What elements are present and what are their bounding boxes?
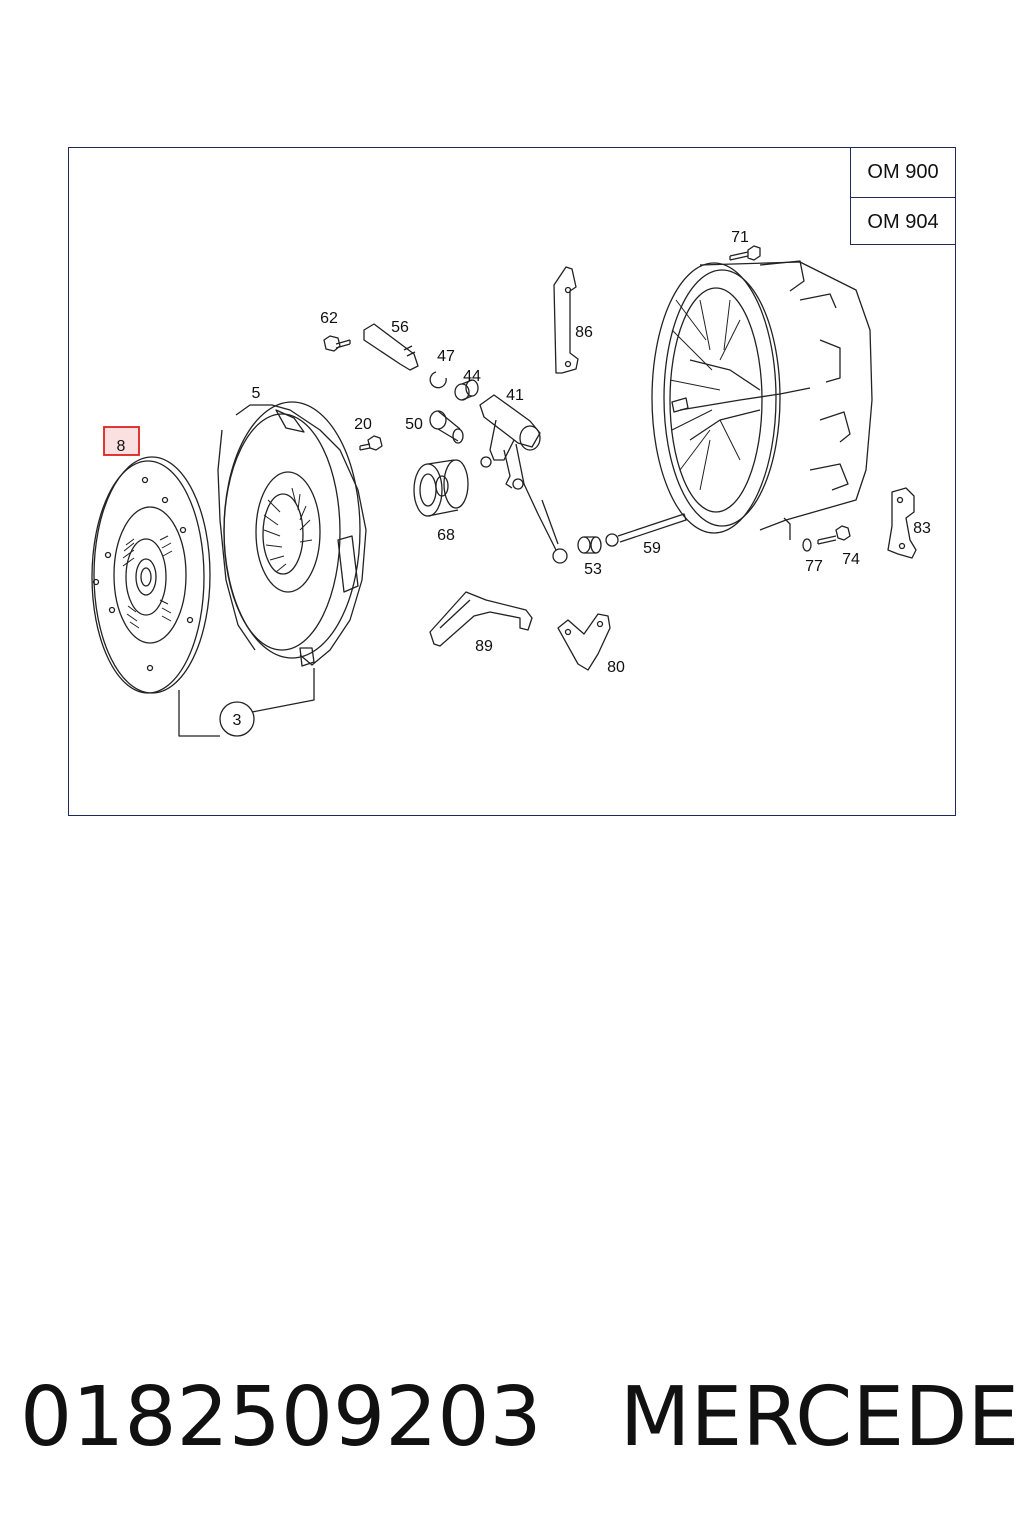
part-label-5[interactable]: 5 (252, 385, 261, 402)
part-number: 0182509203 (20, 1370, 542, 1465)
part-label-59[interactable]: 59 (643, 540, 661, 557)
part-label-53[interactable]: 53 (584, 561, 602, 578)
bolt-62-drawing (323, 335, 351, 352)
release-bearing-68-drawing (413, 459, 469, 517)
part-label-56[interactable]: 56 (391, 319, 409, 336)
clutch-disc-drawing (91, 456, 211, 694)
variant-om900: OM 900 (867, 161, 939, 183)
highlighted-part-box (103, 426, 140, 456)
pressure-plate-drawing (217, 401, 367, 667)
release-fork-41-drawing (479, 394, 568, 564)
part-label-83[interactable]: 83 (913, 520, 931, 537)
assembly-bracket (178, 668, 315, 737)
washer-77-drawing (802, 538, 812, 552)
bushing-53-drawing (577, 536, 602, 554)
clip-47-drawing (429, 371, 447, 389)
caption: 0182509203 MERCEDES (20, 1368, 1024, 1468)
bolt-74-drawing (817, 525, 851, 545)
part-label-62[interactable]: 62 (320, 310, 338, 327)
part-label-71[interactable]: 71 (731, 229, 749, 246)
part-label-89[interactable]: 89 (475, 638, 493, 655)
part-label-8[interactable]: 8 (117, 438, 126, 455)
part-label-44[interactable]: 44 (463, 368, 481, 385)
bushing-44-drawing (454, 379, 479, 401)
pin-56-drawing (363, 323, 419, 371)
bolt-71-drawing (729, 245, 761, 261)
part-label-77[interactable]: 77 (805, 558, 823, 575)
brand-name: MERCEDES (619, 1370, 1024, 1465)
clutch-exploded-diagram: 8 5 3 62 56 47 44 41 86 71 20 50 68 53 5… (91, 229, 931, 737)
part-label-41[interactable]: 41 (506, 387, 524, 404)
part-label-47[interactable]: 47 (437, 348, 455, 365)
bracket-86-drawing (553, 266, 579, 374)
engine-variant-table: OM 900 OM 904 (850, 147, 956, 245)
bracket-83-drawing (887, 487, 917, 559)
part-label-20[interactable]: 20 (354, 416, 372, 433)
part-label-86[interactable]: 86 (575, 324, 593, 341)
bracket-89-drawing (429, 591, 533, 647)
diagram-frame (68, 147, 956, 816)
part-label-74[interactable]: 74 (842, 551, 860, 568)
part-label-80[interactable]: 80 (607, 659, 625, 676)
part-label-3[interactable]: 3 (233, 712, 242, 729)
transmission-housing-drawing (651, 260, 873, 540)
bolt-20-drawing (359, 435, 383, 451)
bracket-80-drawing (557, 613, 611, 671)
sleeve-50-drawing (429, 410, 464, 444)
part-label-50[interactable]: 50 (405, 416, 423, 433)
part-label-68[interactable]: 68 (437, 527, 455, 544)
variant-om904: OM 904 (851, 197, 955, 247)
